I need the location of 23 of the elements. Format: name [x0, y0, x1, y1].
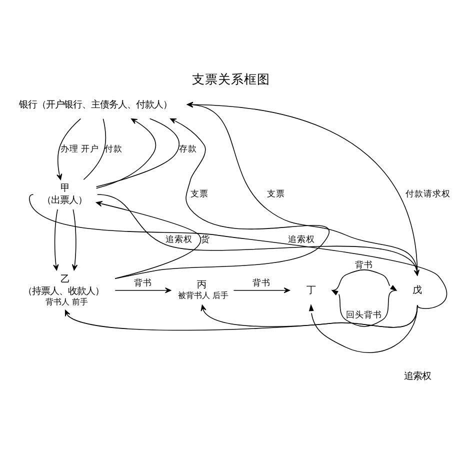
node-text: 丙: [197, 279, 206, 290]
node-text: 甲 （出票人）: [42, 182, 87, 206]
edge-label: 回头背书: [346, 310, 382, 320]
edge-label: 追索权: [288, 234, 316, 245]
edge-label: 存款: [178, 144, 197, 154]
node-label: 被背书人 后手: [178, 290, 228, 300]
label: 追索权: [404, 370, 431, 382]
edge-label: 背书: [355, 260, 374, 270]
edge-label: 货: [200, 234, 210, 245]
edge-label: 办理 开户: [60, 144, 100, 154]
node-text: 银行（开户银行、主债务人、付款人）: [19, 98, 172, 110]
diagram-title: 支票关系框图: [192, 70, 270, 86]
edge-label: 背书: [252, 278, 271, 288]
edge-label: 支票: [267, 189, 286, 200]
edge-label: 支票: [190, 189, 209, 200]
node-label: 背书人 前手: [45, 296, 88, 306]
edge-label: 追索权: [165, 234, 192, 245]
edge-label: 付款: [104, 144, 122, 154]
node-text: 戊: [412, 284, 422, 296]
node-text: 乙 （持票人、收款人）: [23, 274, 104, 296]
edge-label: 背书: [134, 278, 152, 288]
node-text: 丁: [306, 284, 316, 296]
edge-label: 付款请求权: [405, 189, 450, 200]
